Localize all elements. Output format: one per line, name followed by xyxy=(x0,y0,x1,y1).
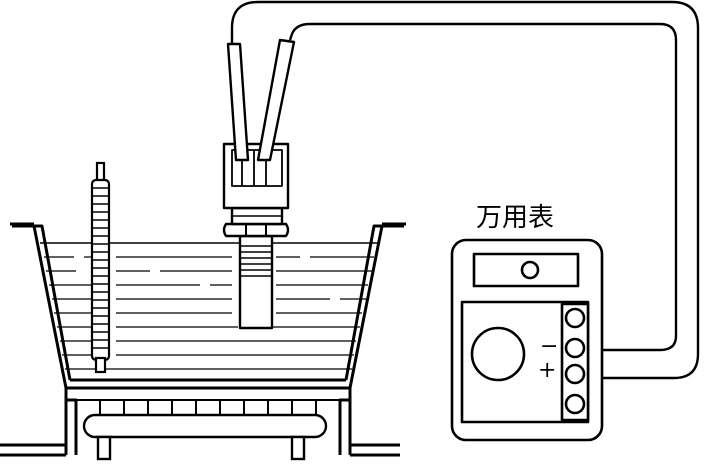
bath-outer-wall-left xyxy=(12,224,68,455)
sensor-probe xyxy=(238,234,274,330)
bath-inner-wall-left xyxy=(34,224,72,381)
ground-line xyxy=(0,443,400,457)
wire-lead-right xyxy=(256,38,296,162)
meter-jack-4 xyxy=(564,393,586,415)
meter-jack-plus xyxy=(564,363,586,385)
water-lines xyxy=(44,256,374,370)
minus-sign: − xyxy=(540,334,558,359)
temperature-sensor xyxy=(222,142,290,330)
bath-inner-wall-right xyxy=(344,224,382,381)
water-bath xyxy=(0,222,406,457)
bath-outer-wall-right xyxy=(348,224,404,455)
thermometer-body xyxy=(90,178,111,362)
wire-inner xyxy=(288,22,678,352)
sensor-thread xyxy=(240,245,272,277)
meter-jack-1 xyxy=(564,307,586,329)
wire-lead-left xyxy=(226,42,250,162)
thermometer-bulb xyxy=(94,356,107,374)
meter-title: 万用表 xyxy=(476,203,554,233)
thermometer-scale xyxy=(92,187,109,349)
meter-display-indicator xyxy=(520,260,540,280)
meter-dial xyxy=(470,326,526,382)
plus-sign: + xyxy=(538,358,556,383)
electric-heater xyxy=(76,399,340,461)
heater-foot-right xyxy=(290,435,306,461)
heater-coil xyxy=(82,413,328,439)
heater-foot-left xyxy=(96,435,112,461)
meter-jack-minus xyxy=(564,337,586,359)
wire-outer xyxy=(230,0,700,380)
sensor-nut xyxy=(222,222,290,238)
heater-grid xyxy=(76,399,340,415)
multimeter xyxy=(450,238,604,442)
sensor-wires xyxy=(226,0,700,380)
thermometer xyxy=(90,161,111,374)
